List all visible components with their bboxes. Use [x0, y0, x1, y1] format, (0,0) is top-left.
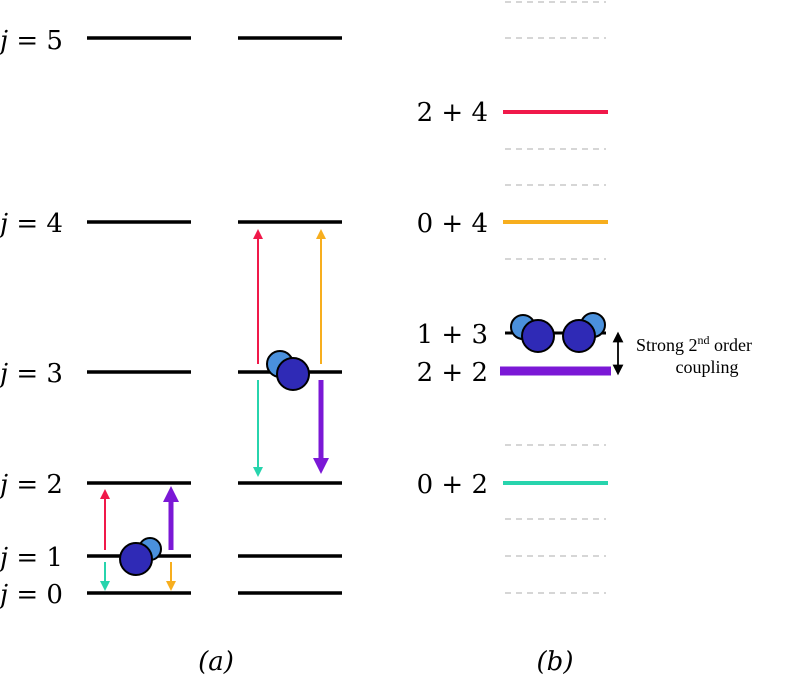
level-label-0plus4: 0 + 4 — [417, 209, 488, 239]
level-label-1plus3: 1 + 3 — [417, 320, 488, 350]
level-label-2plus2: 2 + 2 — [417, 358, 488, 388]
right-column-levels — [238, 36, 342, 595]
molecule-icon-j1 — [119, 537, 162, 576]
level-label-2plus4: 2 + 4 — [417, 98, 488, 128]
panel-b: 2 + 4 0 + 4 1 + 3 2 + 2 0 + 2 Strong 2nd… — [417, 1, 752, 676]
level-label-j0: j = 0 — [0, 580, 63, 610]
dashed-levels — [505, 1, 606, 594]
coupling-annotation-line2: coupling — [676, 357, 739, 377]
molecule-icon-j3 — [266, 350, 310, 391]
level-label-j3: j = 3 — [0, 359, 63, 389]
level-label-j5: j = 5 — [0, 26, 63, 56]
level-label-0plus2: 0 + 2 — [417, 470, 488, 500]
level-label-j1: j = 1 — [0, 543, 63, 573]
coupling-annotation-line1: Strong 2nd order — [636, 333, 752, 355]
level-label-j4: j = 4 — [0, 209, 63, 239]
panel-a: j = 5 j = 4 j = 3 j = 2 j = 1 j = 0 — [0, 26, 342, 676]
level-label-j2: j = 2 — [0, 470, 63, 500]
panel-a-caption: (a) — [198, 647, 234, 676]
left-column-levels — [87, 36, 191, 595]
molecule-pair-icon — [510, 312, 606, 353]
panel-b-caption: (b) — [537, 647, 574, 676]
